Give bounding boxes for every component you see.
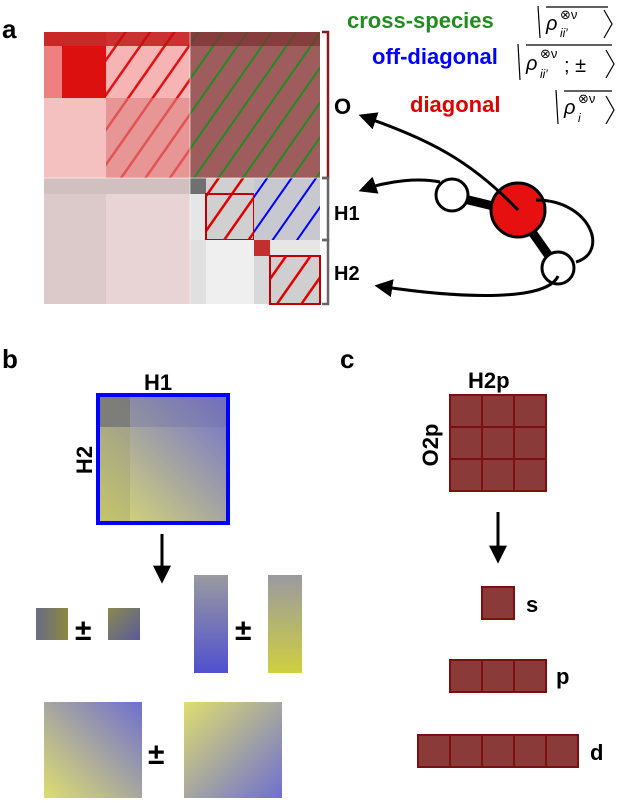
b-large-block-1 xyxy=(44,702,142,798)
grid-cell xyxy=(449,426,483,460)
grid-cell xyxy=(513,426,547,460)
o-block-label: O xyxy=(334,94,351,119)
d-shell xyxy=(417,734,579,768)
panel-a: a xyxy=(2,5,615,306)
panel-b-col-label: H1 xyxy=(144,370,172,395)
panel-b: b H1 H2 ± ± ± xyxy=(2,344,302,798)
oo-lower-left xyxy=(44,98,106,178)
h1h2-offdiag-hatch xyxy=(254,178,320,240)
d-cell xyxy=(449,734,483,768)
density-matrix xyxy=(44,32,321,305)
p-cell xyxy=(449,659,483,693)
panel-c-label: c xyxy=(340,344,354,374)
legend: cross-species off-diagonal diagonal ρ ⊗ν… xyxy=(347,5,615,125)
grid-cell xyxy=(449,394,483,428)
s-label: s xyxy=(526,592,538,617)
d-cell xyxy=(481,734,515,768)
panel-b-label: b xyxy=(2,344,18,374)
d-cell xyxy=(417,734,451,768)
svg-text:; ±: ; ± xyxy=(564,55,586,77)
svg-text:ii′: ii′ xyxy=(560,26,568,40)
h1h2-left-band xyxy=(98,395,130,523)
b-pm-2: ± xyxy=(235,614,251,647)
svg-text:⊗ν: ⊗ν xyxy=(540,46,557,61)
ho-sub-block xyxy=(44,178,106,304)
ket-diagonal: ρ ⊗ν i xyxy=(555,89,615,125)
p-shell xyxy=(449,659,547,693)
d-cell xyxy=(513,734,547,768)
h2-block-label: H2 xyxy=(334,263,360,285)
grid-cell xyxy=(481,458,515,492)
h2h1-strip xyxy=(190,240,206,304)
s-cell xyxy=(481,586,515,620)
h2-diagonal-hatch xyxy=(270,256,320,304)
legend-off-diagonal: off-diagonal xyxy=(372,44,498,69)
o-bracket xyxy=(322,30,330,180)
ket-cross-species: ρ ⊗ν ii′ xyxy=(537,5,613,40)
svg-text:ρ: ρ xyxy=(525,53,537,75)
grid-cell xyxy=(513,458,547,492)
svg-text:ρ: ρ xyxy=(545,13,557,35)
h1h2-block-outline xyxy=(96,393,230,525)
cross-species-top-stripe xyxy=(190,32,320,46)
b-small-block-2 xyxy=(108,608,140,640)
svg-text:ii′: ii′ xyxy=(540,67,548,81)
arrow-h2-bend xyxy=(535,198,595,264)
oo-lower-right xyxy=(106,98,190,178)
panel-a-label: a xyxy=(2,14,17,44)
panel-b-row-label: H2 xyxy=(72,446,97,474)
ho-top-stripe xyxy=(44,178,190,194)
hydrogen-atom-2 xyxy=(540,250,576,286)
p-cell xyxy=(513,659,547,693)
b-large-block-2 xyxy=(184,702,282,798)
panel-c-col-label: H2p xyxy=(468,368,510,393)
arrow-to-h1 xyxy=(358,176,441,194)
arrow-to-o xyxy=(358,112,520,212)
ket-off-diagonal: ρ ⊗ν ii′ ; ± xyxy=(517,43,615,81)
h2h1-block xyxy=(206,240,254,304)
o2p-h2p-grid xyxy=(449,394,547,492)
b-pm-1: ± xyxy=(75,614,91,647)
hydrogen-atom-1 xyxy=(434,177,470,213)
h2-bracket xyxy=(322,238,330,306)
d-label: d xyxy=(590,740,603,765)
b-small-block-1 xyxy=(36,608,68,640)
arrow-to-h2 xyxy=(374,275,560,298)
h1-block-label: H1 xyxy=(334,203,360,225)
grid-cell xyxy=(449,458,483,492)
panel-c: c H2p O2p s p xyxy=(340,344,603,768)
h2-corner xyxy=(254,240,270,256)
grid-cell xyxy=(513,394,547,428)
svg-text:⊗ν: ⊗ν xyxy=(560,7,577,22)
h1h2-corner xyxy=(98,395,130,427)
h1-corner xyxy=(190,178,206,194)
s-shell xyxy=(481,586,515,620)
b-pm-3: ± xyxy=(148,738,164,771)
h1h2-top-band xyxy=(98,395,228,427)
legend-cross-species: cross-species xyxy=(347,8,494,33)
oo-top-stripe xyxy=(44,32,190,46)
d-cell xyxy=(545,734,579,768)
b-column-block-1 xyxy=(194,575,228,673)
svg-text:ρ: ρ xyxy=(563,97,575,119)
h1-diagonal-hatch xyxy=(206,178,254,240)
h1h2-block xyxy=(96,393,230,525)
b-column-block-2 xyxy=(268,575,302,673)
grid-cell xyxy=(481,426,515,460)
svg-text:⊗ν: ⊗ν xyxy=(578,91,595,106)
grid-cell xyxy=(481,394,515,428)
h2-diagonal-outline xyxy=(269,255,321,305)
p-cell xyxy=(481,659,515,693)
legend-diagonal: diagonal xyxy=(410,92,500,117)
svg-text:i: i xyxy=(578,111,581,125)
water-molecule xyxy=(358,112,595,298)
cross-species-hatch xyxy=(190,32,320,178)
panel-c-row-label: O2p xyxy=(418,424,443,467)
h1-bracket xyxy=(322,176,330,242)
p-label: p xyxy=(556,664,569,689)
block-brackets xyxy=(322,30,330,306)
oo-core-block xyxy=(62,46,106,98)
